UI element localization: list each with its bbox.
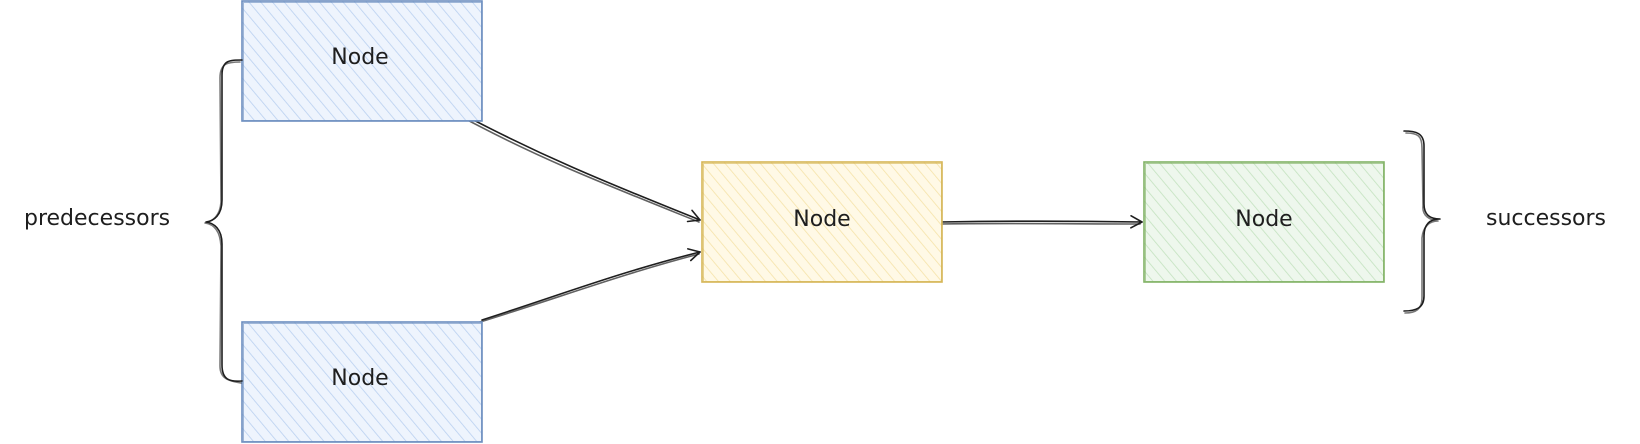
edge-bottom-to-center[interactable]	[481, 248, 701, 321]
successors-brace	[1403, 130, 1441, 314]
node-center[interactable]: Node	[701, 161, 943, 283]
node-label: Node	[331, 45, 388, 70]
successors-label: successors	[1486, 206, 1606, 231]
node-label: Node	[331, 366, 388, 391]
node-predecessor-bottom[interactable]: Node	[241, 321, 483, 443]
node-predecessor-top[interactable]: Node	[241, 0, 483, 122]
node-label: Node	[793, 207, 850, 232]
node-label: Node	[1235, 207, 1292, 232]
edge-center-to-successor[interactable]	[939, 215, 1143, 229]
predecessors-label: predecessors	[24, 206, 170, 231]
edge-top-to-center[interactable]	[461, 113, 701, 223]
edges-layer	[459, 113, 1143, 323]
predecessors-brace	[204, 59, 243, 384]
node-successor[interactable]: Node	[1143, 161, 1385, 283]
